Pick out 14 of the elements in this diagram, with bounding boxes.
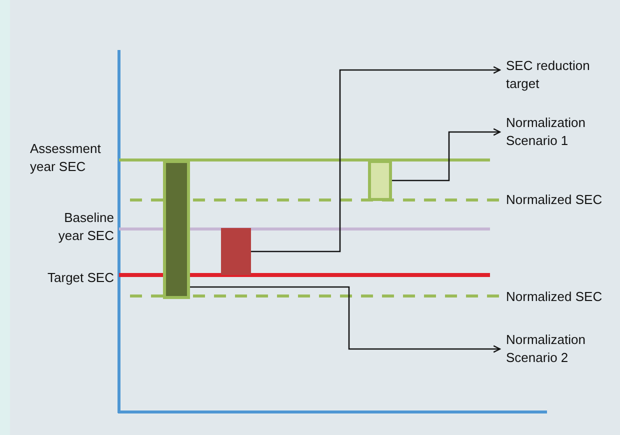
axis-label: Baseline year SEC bbox=[57, 209, 114, 245]
callout-text: Normalization Scenario 2 bbox=[500, 331, 608, 367]
axis-label: Target SEC bbox=[48, 269, 114, 287]
leader-arrow bbox=[251, 66, 501, 252]
level-label: Normalized SEC bbox=[506, 191, 602, 209]
bar bbox=[163, 160, 190, 299]
leader-arrow bbox=[190, 286, 501, 353]
callout-text: SEC reduction target bbox=[500, 57, 608, 93]
bar bbox=[221, 228, 251, 275]
axis-label: Assessment year SEC bbox=[30, 140, 102, 176]
bar bbox=[368, 160, 392, 201]
leader-arrow bbox=[392, 128, 501, 182]
level-label: Normalized SEC bbox=[506, 288, 602, 306]
callout-text: Normalization Scenario 1 bbox=[500, 114, 608, 150]
